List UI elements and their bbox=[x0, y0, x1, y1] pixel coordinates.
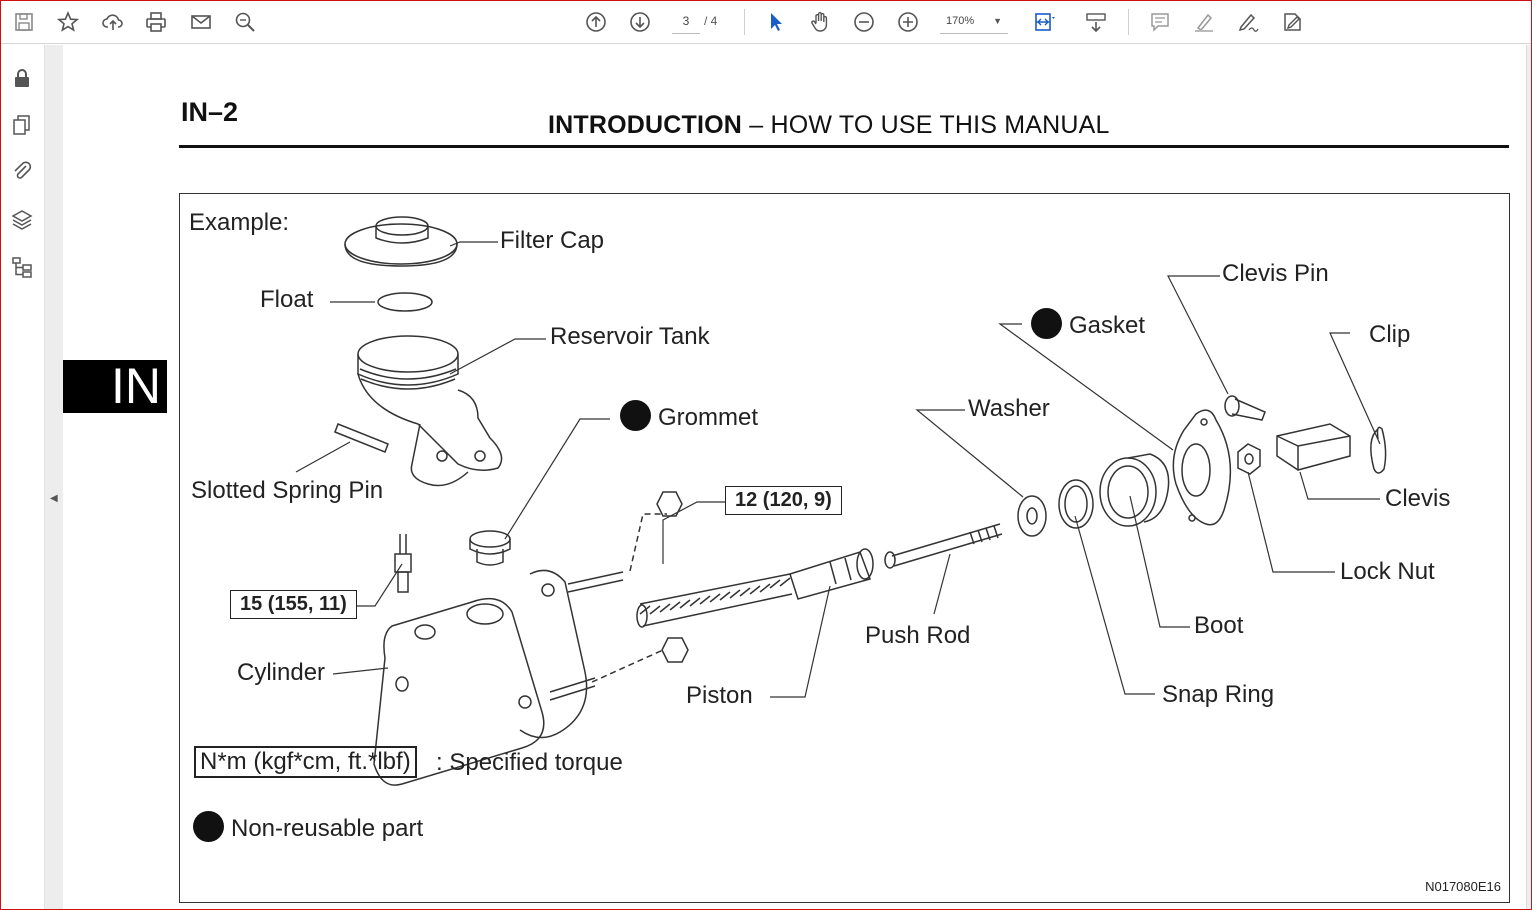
comment-icon[interactable] bbox=[1146, 8, 1174, 36]
example-label: Example: bbox=[189, 209, 290, 236]
prev-page-icon[interactable] bbox=[582, 8, 610, 36]
chevron-left-icon: ◀ bbox=[50, 493, 58, 504]
email-icon[interactable] bbox=[187, 8, 215, 36]
label-boot: Boot bbox=[1194, 612, 1244, 639]
figure-code: N017080E16 bbox=[1425, 879, 1501, 894]
label-push-rod: Push Rod bbox=[865, 622, 971, 649]
toolbar: 3 / 4 170% ▼ bbox=[0, 0, 1532, 44]
left-navigation-rail bbox=[0, 45, 45, 910]
page-title: INTRODUCTION – HOW TO USE THIS MANUAL bbox=[548, 111, 1110, 140]
layers-icon[interactable] bbox=[10, 207, 34, 231]
label-filter-cap: Filter Cap bbox=[500, 227, 605, 254]
label-lock-nut: Lock Nut bbox=[1340, 558, 1435, 585]
bookmark-star-icon[interactable] bbox=[54, 8, 82, 36]
master-cylinder-illustration bbox=[295, 216, 1387, 786]
pages-icon[interactable] bbox=[10, 113, 34, 137]
zoom-value: 170% bbox=[946, 15, 975, 27]
label-grommet-text: Grommet bbox=[658, 403, 759, 431]
label-cylinder: Cylinder bbox=[237, 659, 326, 686]
hand-pan-icon[interactable] bbox=[806, 8, 834, 36]
label-gasket-text: Gasket bbox=[1069, 311, 1146, 339]
zoom-out-icon[interactable] bbox=[850, 8, 878, 36]
label-reservoir-tank: Reservoir Tank bbox=[550, 323, 710, 350]
label-clip: Clip bbox=[1369, 321, 1411, 348]
zoom-select[interactable]: 170% ▼ bbox=[940, 10, 1008, 34]
non-reusable-dot-icon bbox=[193, 811, 224, 842]
zoom-in-icon[interactable] bbox=[894, 8, 922, 36]
sidebar-collapse-handle[interactable]: ◀ bbox=[45, 45, 63, 910]
non-reusable-dot-icon bbox=[620, 400, 651, 431]
upload-cloud-icon[interactable] bbox=[99, 8, 127, 36]
save-icon[interactable] bbox=[10, 8, 38, 36]
highlight-pen-icon[interactable] bbox=[1190, 8, 1218, 36]
more-tools-icon[interactable] bbox=[1278, 8, 1306, 36]
sign-icon[interactable] bbox=[1234, 8, 1262, 36]
label-float: Float bbox=[260, 286, 314, 313]
non-reusable-dot-icon bbox=[1031, 308, 1062, 339]
label-clevis-pin: Clevis Pin bbox=[1222, 260, 1329, 287]
legend-torque-units: N*m (kgf*cm, ft.*lbf) bbox=[194, 746, 417, 778]
label-grommet: Grommet bbox=[620, 400, 759, 434]
lock-icon[interactable] bbox=[10, 66, 34, 90]
exploded-view-figure: Example: Filter Cap Float Reservoir Tank… bbox=[179, 193, 1510, 903]
attachment-icon[interactable] bbox=[10, 159, 34, 183]
search-icon[interactable] bbox=[231, 8, 259, 36]
torque-spec-12: 12 (120, 9) bbox=[725, 486, 842, 515]
chevron-down-icon: ▼ bbox=[993, 16, 1002, 26]
fit-page-icon[interactable] bbox=[1030, 8, 1058, 36]
print-icon[interactable] bbox=[142, 8, 170, 36]
title-separator: – bbox=[742, 111, 771, 139]
next-page-icon[interactable] bbox=[626, 8, 654, 36]
label-gasket: Gasket bbox=[1031, 308, 1146, 342]
title-bold: INTRODUCTION bbox=[548, 111, 743, 139]
title-rest: HOW TO USE THIS MANUAL bbox=[770, 111, 1110, 139]
vertical-scrollbar[interactable] bbox=[1526, 45, 1532, 910]
page-number-input[interactable]: 3 bbox=[672, 10, 700, 34]
select-arrow-icon[interactable] bbox=[762, 8, 790, 36]
page-number-header: IN–2 bbox=[181, 97, 239, 127]
torque-spec-15: 15 (155, 11) bbox=[230, 590, 357, 619]
label-slotted-spring-pin: Slotted Spring Pin bbox=[191, 477, 384, 504]
label-piston: Piston bbox=[686, 682, 753, 709]
structure-tree-icon[interactable] bbox=[10, 255, 34, 279]
header-rule bbox=[179, 145, 1509, 148]
legend-nonreusable: Non-reusable part bbox=[193, 811, 424, 845]
page-total: / 4 bbox=[704, 14, 718, 28]
legend-nonreusable-text: Non-reusable part bbox=[231, 814, 424, 842]
document-page: IN–2 INTRODUCTION – HOW TO USE THIS MANU… bbox=[63, 45, 1526, 910]
label-snap-ring: Snap Ring bbox=[1162, 681, 1275, 708]
scroll-mode-icon[interactable] bbox=[1082, 8, 1110, 36]
label-clevis: Clevis bbox=[1385, 485, 1451, 512]
label-washer: Washer bbox=[968, 395, 1050, 422]
section-tab: IN bbox=[63, 360, 167, 413]
legend-torque-description: : Specified torque bbox=[436, 749, 623, 776]
